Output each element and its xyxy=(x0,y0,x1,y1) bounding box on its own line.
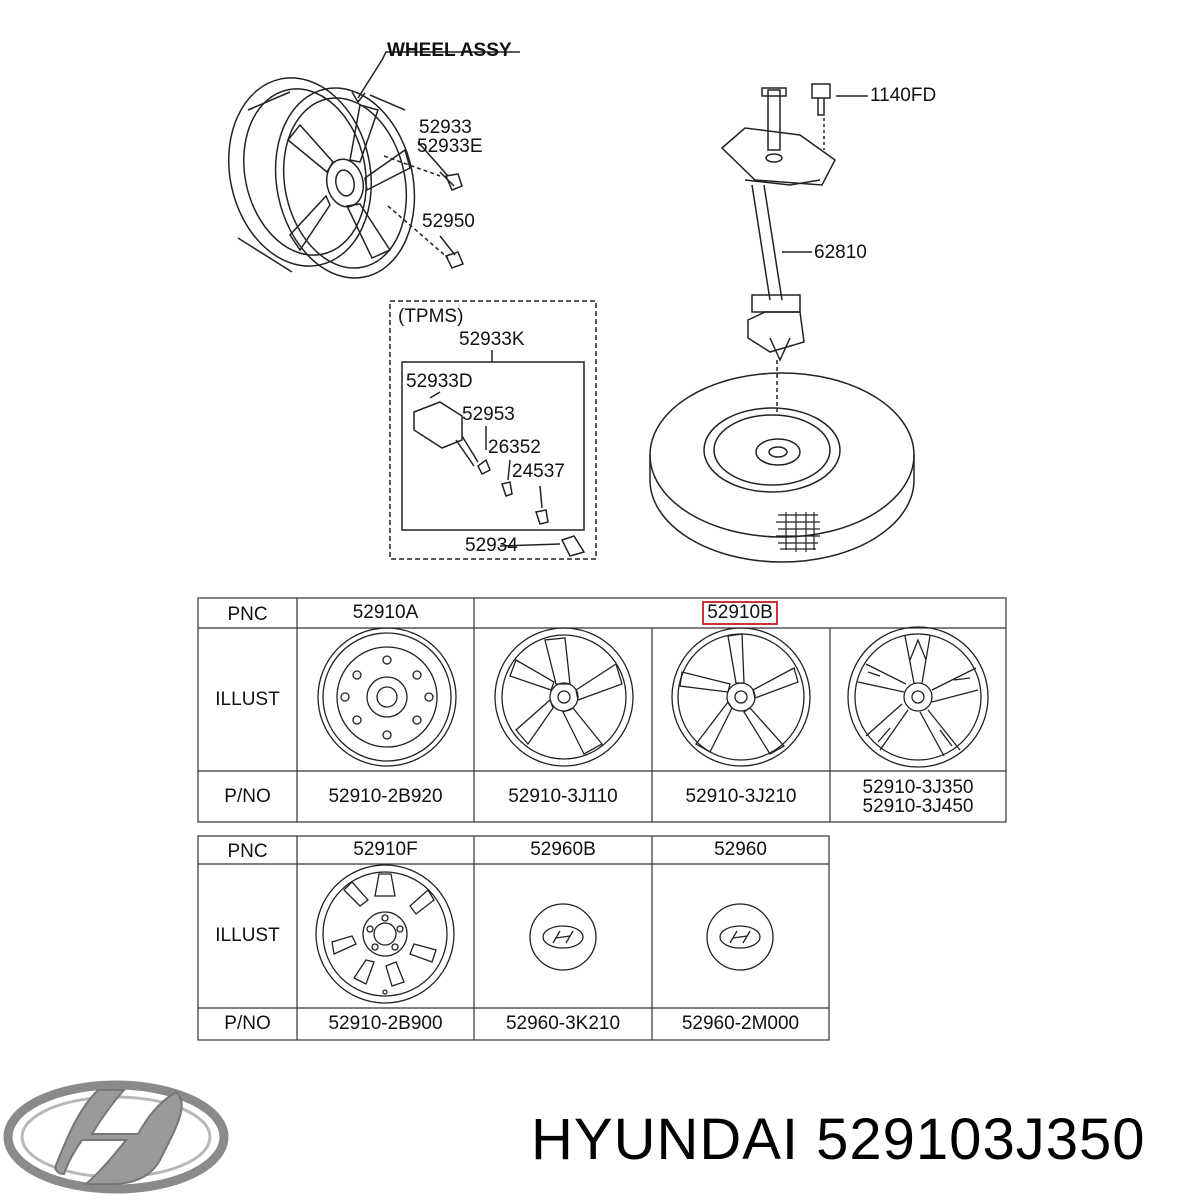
tpms-part-52933d: 52933D xyxy=(406,371,473,392)
table1-pno-3j450: 52910-3J450 xyxy=(862,795,974,817)
table1-pno-3: 52910-3J210 xyxy=(685,785,797,807)
wheel-assy-title: WHEEL ASSY xyxy=(387,40,512,61)
table2-pno-3: 52960-2M000 xyxy=(681,1013,800,1034)
table1-row-label-illust: ILLUST xyxy=(215,688,280,710)
table1-pno-4: 52910-3J350 52910-3J450 xyxy=(830,771,1006,822)
table2-pnc-52960b: 52960B xyxy=(530,839,596,860)
alloy-wheel-illust-2 xyxy=(671,627,811,767)
callout-1140fd: 1140FD xyxy=(870,85,937,106)
table1-pnc-52910b-highlight: 52910B xyxy=(702,601,778,625)
steel-wheel-illust xyxy=(317,627,457,767)
table1-pnc-52910b-cell: 52910B xyxy=(474,598,1006,628)
table2-row-label-pnc: PNC xyxy=(227,841,268,862)
alloy-wheel-illust-3 xyxy=(847,626,989,768)
part-number: 529103J350 xyxy=(816,1107,1146,1172)
wheel-assy-arrow xyxy=(351,59,383,104)
tpms-kit-label: 52933K xyxy=(459,329,525,350)
wheel-assy-leader xyxy=(381,51,520,61)
table2-pnc-52910f: 52910F xyxy=(353,839,418,860)
alloy-wheel-drawing xyxy=(227,77,416,279)
carrier-bracket-drawing xyxy=(720,83,868,412)
tpms-part-26352: 26352 xyxy=(488,437,541,458)
tpms-title: (TPMS) xyxy=(398,306,464,327)
table2-pnc-52960: 52960 xyxy=(714,839,767,860)
table2-grid xyxy=(197,835,830,1041)
table1-grid xyxy=(197,597,1007,823)
table1-row-label-pnc: PNC xyxy=(227,604,268,625)
valve-and-nut-drawing xyxy=(383,141,464,269)
center-cap-illust-2 xyxy=(706,903,774,971)
table1-pno-3j350: 52910-3J350 xyxy=(862,776,974,798)
table1-pnc-52910a: 52910A xyxy=(352,602,419,623)
steel-wheel-illust-2 xyxy=(315,864,455,1004)
brand-name: HYUNDAI xyxy=(531,1107,800,1172)
callout-52950: 52950 xyxy=(422,211,475,232)
table1-row-label-pno: P/NO xyxy=(224,785,271,807)
table2-pno-1: 52910-2B900 xyxy=(328,1013,443,1034)
table1-pno-1: 52910-2B920 xyxy=(328,785,443,807)
table1-pno-2: 52910-3J110 xyxy=(508,785,618,807)
tpms-part-24537: 24537 xyxy=(512,461,565,482)
alloy-wheel-illust-1 xyxy=(494,627,634,767)
brand-part-caption: HYUNDAI 529103J350 xyxy=(531,1106,1145,1173)
callout-52933e: 52933E xyxy=(417,136,483,157)
table2-row-label-illust: ILLUST xyxy=(215,925,280,946)
spare-tire-drawing xyxy=(649,372,915,563)
hyundai-logo xyxy=(3,1080,229,1194)
callout-52933: 52933 xyxy=(419,117,472,138)
tpms-box xyxy=(389,300,597,560)
tpms-part-52934: 52934 xyxy=(465,535,518,556)
table2-pno-2: 52960-3K210 xyxy=(505,1013,621,1034)
tpms-part-52953: 52953 xyxy=(462,404,515,425)
table2-row-label-pno: P/NO xyxy=(224,1013,271,1034)
center-cap-illust-1 xyxy=(529,903,597,971)
callout-62810: 62810 xyxy=(814,242,867,263)
